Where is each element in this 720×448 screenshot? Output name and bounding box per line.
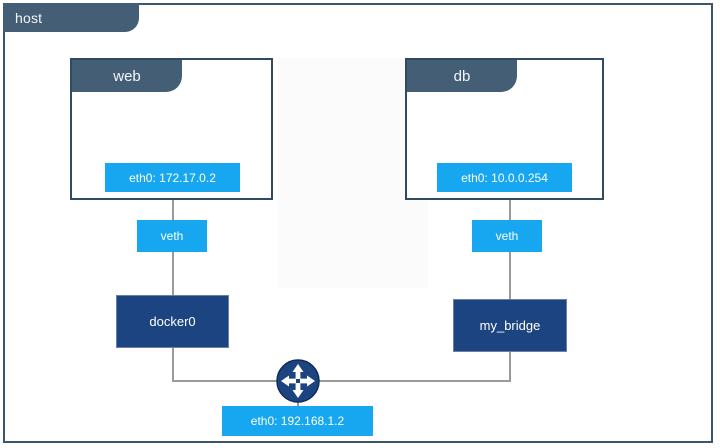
connector-web-veth-docker0 — [172, 200, 174, 304]
host-eth0-chip[interactable]: eth0: 192.168.1.2 — [222, 406, 373, 436]
connector-bus-horizontal — [172, 380, 510, 382]
web-eth0-label: eth0: 172.17.0.2 — [129, 170, 216, 185]
web-veth-label: veth — [160, 229, 184, 243]
db-eth0-chip[interactable]: eth0: 10.0.0.254 — [437, 163, 572, 192]
background-panel — [278, 58, 428, 288]
router-icon[interactable] — [276, 359, 320, 403]
db-veth-label: veth — [495, 229, 519, 243]
bridge-my-bridge[interactable]: my_bridge — [453, 299, 567, 352]
db-eth0-label: eth0: 10.0.0.254 — [461, 170, 548, 185]
container-web-name: web — [113, 67, 141, 85]
container-web-title-tab: web — [72, 60, 182, 92]
db-veth-chip[interactable]: veth — [472, 220, 542, 252]
bridge-docker0-label: docker0 — [149, 314, 196, 329]
bridge-docker0[interactable]: docker0 — [116, 295, 229, 348]
connector-mybridge-to-bus — [509, 352, 511, 382]
connector-docker0-to-bus — [172, 348, 174, 382]
host-label-tab: host — [3, 3, 139, 32]
web-eth0-chip[interactable]: eth0: 172.17.0.2 — [105, 163, 240, 192]
host-label: host — [15, 9, 43, 26]
container-db-title-tab: db — [407, 60, 517, 92]
web-veth-chip[interactable]: veth — [137, 220, 207, 252]
bridge-my-bridge-label: my_bridge — [479, 318, 541, 333]
container-db-name: db — [453, 67, 471, 85]
host-eth0-label: eth0: 192.168.1.2 — [250, 414, 345, 428]
